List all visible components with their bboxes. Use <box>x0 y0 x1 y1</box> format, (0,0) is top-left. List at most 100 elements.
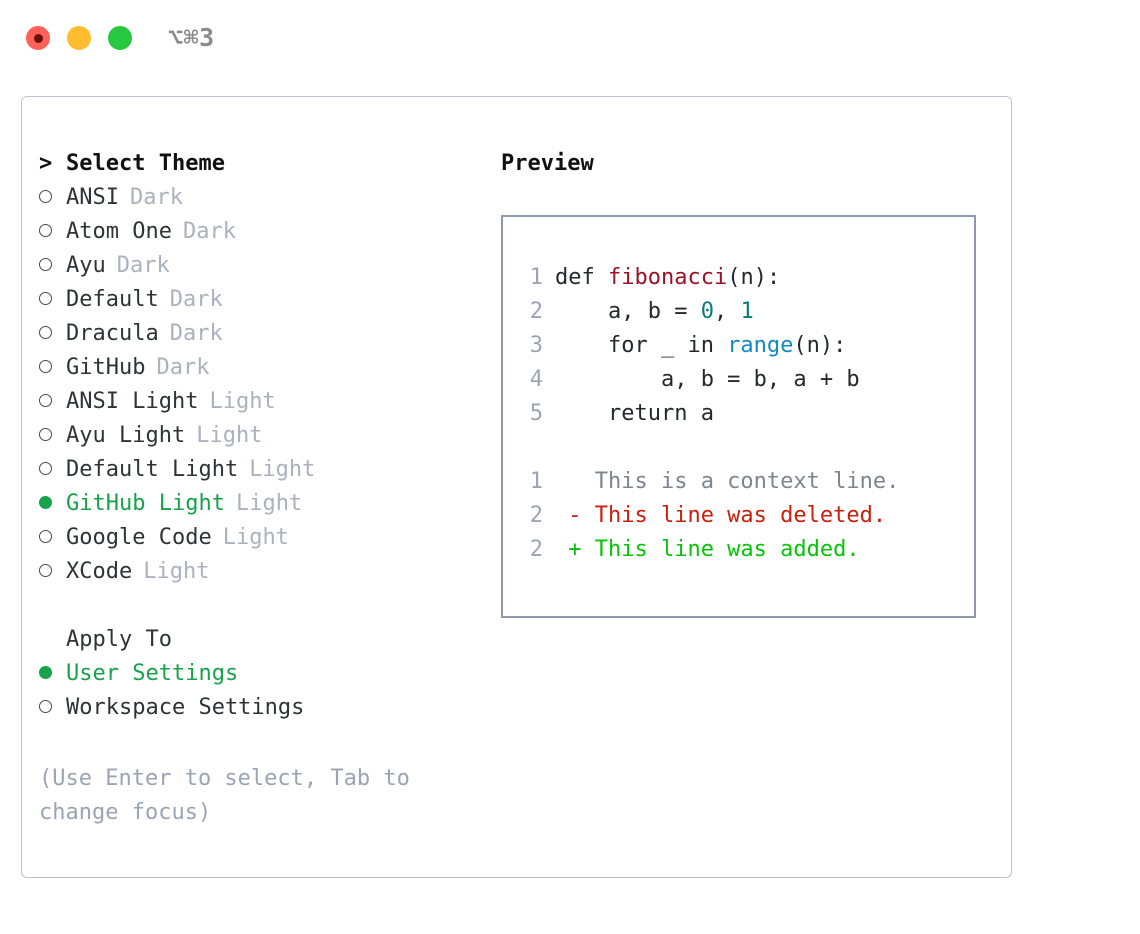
theme-picker-header: > Select Theme <box>39 147 479 181</box>
code-line-blank <box>503 431 974 465</box>
theme-option-item[interactable]: Default Light Light <box>39 453 479 487</box>
code-line-number: 5 <box>529 401 543 426</box>
code-line: 3 for _ in range(n): <box>503 329 974 363</box>
radio-unselected-icon <box>39 283 66 317</box>
theme-option-item-variant: Light <box>235 491 303 516</box>
theme-option-item-variant: Dark <box>182 219 236 244</box>
radio-dot-open <box>39 394 52 407</box>
theme-option-item-variant: Dark <box>129 185 183 210</box>
theme-option-item[interactable]: ANSI Light Light <box>39 385 479 419</box>
code-line-number: 4 <box>529 367 543 392</box>
theme-option-item[interactable]: XCode Light <box>39 555 479 589</box>
radio-dot-filled <box>39 496 52 509</box>
theme-option-item-label: ANSI Light <box>66 389 199 414</box>
code-line-number: 1 <box>529 469 543 494</box>
theme-option-item-label: Ayu Light <box>66 423 186 448</box>
theme-option-item-variant: Light <box>209 389 276 414</box>
radio-selected-icon <box>39 487 66 521</box>
radio-unselected-icon <box>39 555 66 589</box>
theme-option-item-variant: Dark <box>116 253 170 278</box>
theme-option-item[interactable]: Atom One Dark <box>39 215 479 249</box>
apply-to-header-label: Apply To <box>66 627 172 652</box>
code-line-number: 2 <box>529 537 543 562</box>
code-token-num: 0 <box>700 299 714 324</box>
theme-option-item[interactable]: Google Code Light <box>39 521 479 555</box>
radio-dot-open <box>39 530 52 543</box>
code-token-plain: (n): <box>793 333 847 358</box>
radio-selected-icon <box>39 657 66 691</box>
radio-dot-open <box>39 360 52 373</box>
radio-unselected-icon <box>39 453 66 487</box>
code-token-del: - This line was deleted. <box>555 503 887 528</box>
code-token-fn: fibonacci <box>607 265 728 290</box>
code-line-number: 1 <box>529 265 543 290</box>
code-token-num: 1 <box>740 299 754 324</box>
code-token-plain: return a <box>555 401 714 426</box>
code-line-number: 2 <box>529 299 543 324</box>
theme-option-item-variant: Light <box>222 525 289 550</box>
radio-unselected-icon <box>39 215 66 249</box>
theme-option-item-label: Dracula <box>66 321 159 346</box>
title-bar: ⌥⌘3 <box>0 0 1140 76</box>
code-token-plain: , <box>713 299 741 324</box>
radio-dot-open <box>39 700 52 713</box>
radio-dot-open <box>39 190 52 203</box>
section-spacer <box>39 589 479 623</box>
traffic-lights <box>26 26 132 50</box>
code-token-plain: a, b = b, a + b <box>555 367 860 392</box>
code-token-plain: for _ in <box>555 333 728 358</box>
code-line-number: 3 <box>529 333 543 358</box>
code-token-ctx: This is a context line. <box>555 469 900 494</box>
radio-dot-open <box>39 428 52 441</box>
radio-dot-open <box>39 564 52 577</box>
close-window-icon[interactable] <box>26 26 50 50</box>
theme-option-item-label: XCode <box>66 559 133 584</box>
keyboard-hint: (Use Enter to select, Tab to change focu… <box>39 766 410 825</box>
radio-dot-open <box>39 292 52 305</box>
code-line-number: 2 <box>529 503 543 528</box>
theme-option-item-label: GitHub Light <box>66 491 225 516</box>
theme-option-item-variant: Light <box>143 559 210 584</box>
theme-option-item-label: GitHub <box>66 355 146 380</box>
theme-option-item[interactable]: ANSI Dark <box>39 181 479 215</box>
zoom-window-icon[interactable] <box>108 26 132 50</box>
radio-unselected-icon <box>39 181 66 215</box>
minimize-window-icon[interactable] <box>67 26 91 50</box>
theme-option-item-label: Atom One <box>66 219 172 244</box>
radio-dot-open <box>39 326 52 339</box>
code-line: 2 - This line was deleted. <box>503 499 974 533</box>
theme-option-item-variant: Dark <box>169 321 223 346</box>
apply-to-option-item[interactable]: User Settings <box>39 657 479 691</box>
theme-option-item[interactable]: Dracula Dark <box>39 317 479 351</box>
code-line: 4 a, b = b, a + b <box>503 363 974 397</box>
apply-to-header: Apply To <box>39 623 479 657</box>
theme-option-item-variant: Light <box>249 457 316 482</box>
theme-option-item[interactable]: GitHub Light Light <box>39 487 479 521</box>
radio-unselected-icon <box>39 249 66 283</box>
code-token-add: + This line was added. <box>555 537 860 562</box>
theme-option-item-label: Default <box>66 287 159 312</box>
radio-dot-open <box>39 224 52 237</box>
theme-option-item-variant: Dark <box>169 287 223 312</box>
code-token-plain: (n): <box>727 265 781 290</box>
theme-option-item-label: ANSI <box>66 185 119 210</box>
theme-option-item-label: Google Code <box>66 525 212 550</box>
theme-option-item[interactable]: Default Dark <box>39 283 479 317</box>
radio-dot-open <box>39 258 52 271</box>
theme-picker-header-label: Select Theme <box>66 151 225 176</box>
radio-dot-open <box>39 462 52 475</box>
theme-option-item-label: Default Light <box>66 457 239 482</box>
apply-to-option-item[interactable]: Workspace Settings <box>39 691 479 725</box>
radio-unselected-icon <box>39 691 66 725</box>
